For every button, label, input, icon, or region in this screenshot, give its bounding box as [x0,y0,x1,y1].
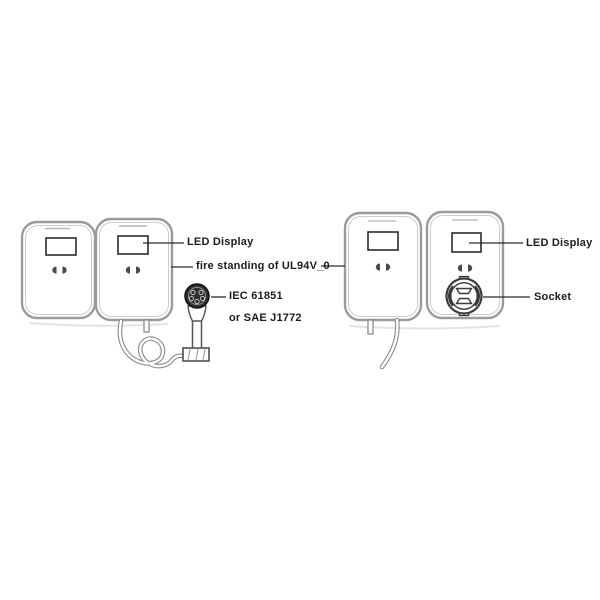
label-led-display-left: LED Display [187,236,254,248]
led-display-rect [45,237,77,256]
led-indicator-dots [125,266,141,274]
label-led-display-right: LED Display [526,237,593,249]
label-fire-standing: fire standing of UL94V_0 [196,260,330,272]
led-indicator-dots [375,263,391,271]
led-display-rect [117,235,149,255]
ev-socket-icon [445,275,483,317]
led-display-rect [367,231,399,251]
label-sae-j1772: or SAE J1772 [229,312,302,324]
label-socket: Socket [534,291,572,303]
label-iec-61851: IEC 61851 [229,290,283,302]
coiled-cable [117,318,187,369]
hanging-cable [379,317,400,370]
cable-stub [367,319,374,335]
leader-lines [143,242,530,298]
led-indicator-dots [457,264,473,272]
charger-unit-b [94,217,174,322]
led-indicator-dots [52,266,67,274]
ev-plug-icon [182,283,210,362]
cable-stub [143,319,150,333]
charger-unit-a [20,220,97,320]
shadow-lines [29,322,501,330]
charger-unit-c [343,211,423,322]
charger-unit-d [425,210,505,320]
